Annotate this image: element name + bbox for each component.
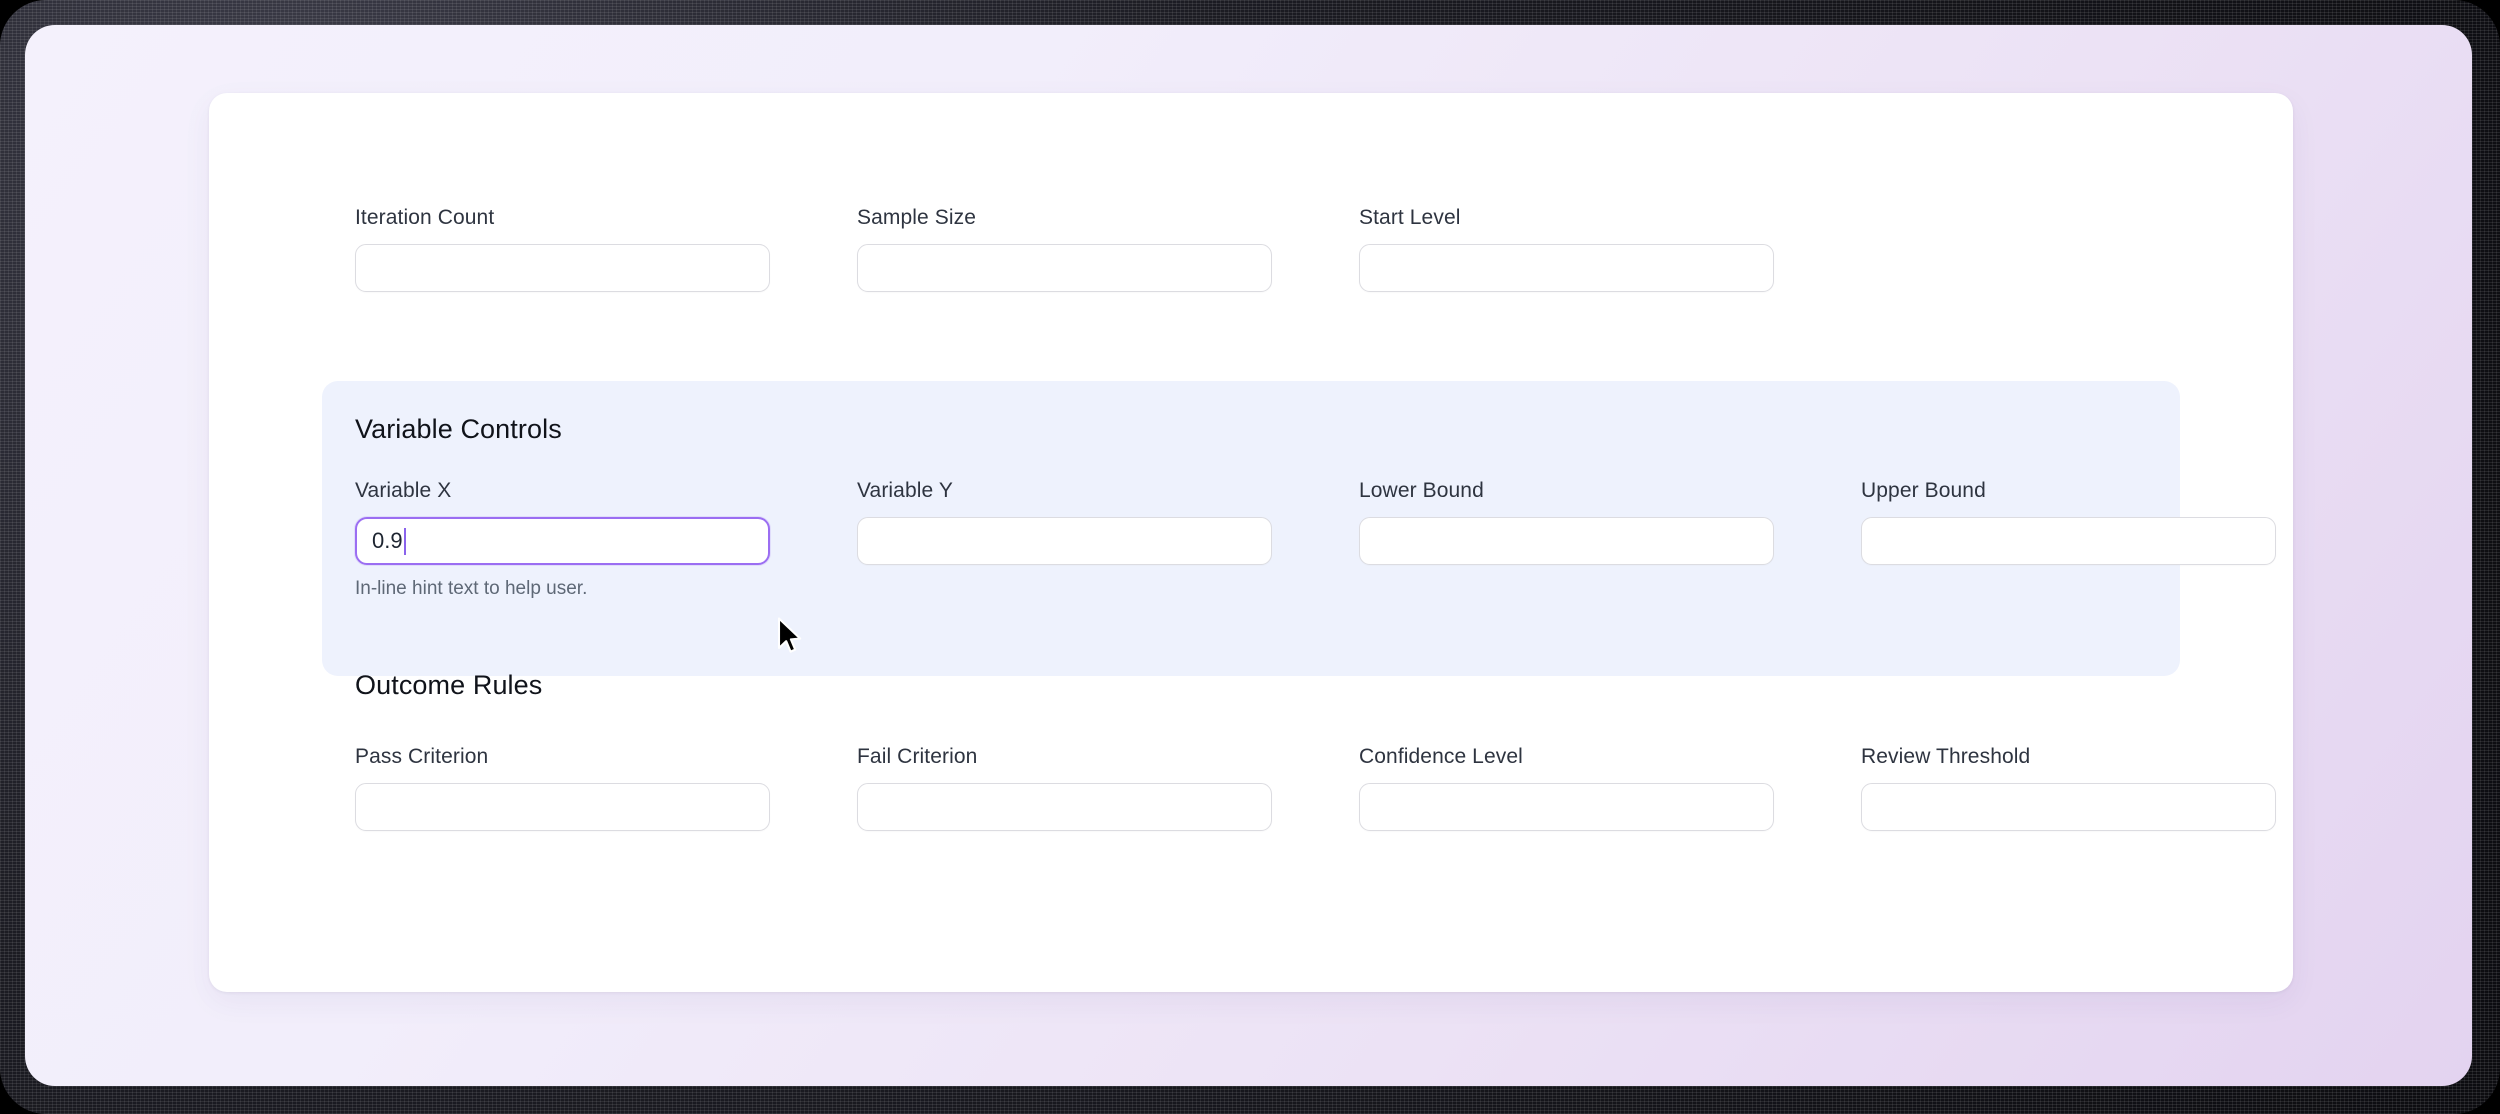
label-fail-criterion: Fail Criterion <box>857 745 978 768</box>
label-upper-bound: Upper Bound <box>1861 479 1986 502</box>
field-upper-bound: Upper Bound <box>1861 478 2276 601</box>
input-review-threshold[interactable] <box>1861 783 2276 831</box>
variable-controls-row: Variable X 0.9 In-line hint text to help… <box>355 478 2276 601</box>
field-start-level: Start Level <box>1359 205 1774 292</box>
hint-variable-x: In-line hint text to help user. <box>355 578 588 599</box>
field-lower-bound: Lower Bound <box>1359 478 1774 601</box>
input-sample-size[interactable] <box>857 244 1272 292</box>
input-pass-criterion[interactable] <box>355 783 770 831</box>
label-iteration-count: Iteration Count <box>355 206 495 229</box>
variable-controls-title: Variable Controls <box>355 414 562 444</box>
field-confidence-level: Confidence Level <box>1359 744 1774 831</box>
top-parameters-row: Iteration Count Sample Size Start Level <box>355 205 1774 292</box>
input-variable-x[interactable]: 0.9 <box>355 517 770 565</box>
outcome-rules-row: Pass Criterion Fail Criterion Confidence… <box>355 744 2276 831</box>
label-lower-bound: Lower Bound <box>1359 479 1484 502</box>
input-upper-bound[interactable] <box>1861 517 2276 565</box>
field-fail-criterion: Fail Criterion <box>857 744 1272 831</box>
label-sample-size: Sample Size <box>857 206 976 229</box>
outcome-rules-title: Outcome Rules <box>355 670 543 700</box>
input-iteration-count[interactable] <box>355 244 770 292</box>
label-review-threshold: Review Threshold <box>1861 745 2031 768</box>
label-start-level: Start Level <box>1359 206 1461 229</box>
field-sample-size: Sample Size <box>857 205 1272 292</box>
field-pass-criterion: Pass Criterion <box>355 744 770 831</box>
label-variable-x: Variable X <box>355 479 452 502</box>
field-variable-x: Variable X 0.9 In-line hint text to help… <box>355 478 770 601</box>
variable-controls-panel: Variable Controls Variable X 0.9 In-line… <box>322 381 2276 676</box>
input-confidence-level[interactable] <box>1359 783 1774 831</box>
text-caret <box>403 527 406 555</box>
input-start-level[interactable] <box>1359 244 1774 292</box>
page-viewport: Iteration Count Sample Size Start Level <box>25 25 2472 1086</box>
field-variable-y: Variable Y <box>857 478 1272 601</box>
form-card: Iteration Count Sample Size Start Level <box>209 93 2293 992</box>
field-iteration-count: Iteration Count <box>355 205 770 292</box>
outcome-rules-section: Outcome Rules Pass Criterion Fail Criter… <box>355 669 2276 831</box>
label-pass-criterion: Pass Criterion <box>355 745 489 768</box>
label-confidence-level: Confidence Level <box>1359 745 1523 768</box>
input-fail-criterion[interactable] <box>857 783 1272 831</box>
input-lower-bound[interactable] <box>1359 517 1774 565</box>
input-variable-y[interactable] <box>857 517 1272 565</box>
field-review-threshold: Review Threshold <box>1861 744 2276 831</box>
label-variable-y: Variable Y <box>857 479 953 502</box>
value-variable-x: 0.9 <box>372 528 403 553</box>
